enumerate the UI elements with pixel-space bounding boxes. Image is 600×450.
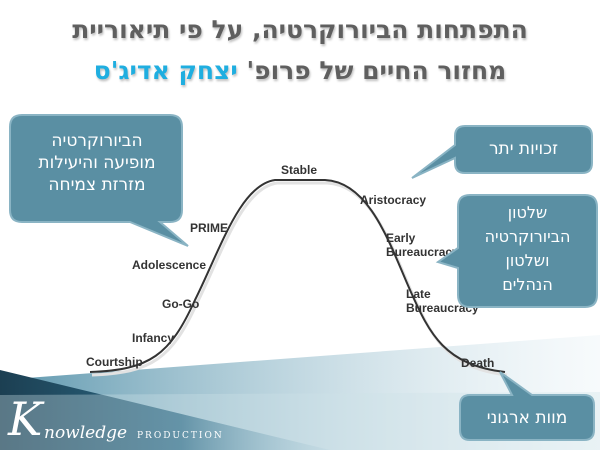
callout-mid-right-shape xyxy=(435,194,598,308)
logo-word: nowledge xyxy=(44,423,128,443)
callout-mid-right-line: ושלטון xyxy=(505,251,550,270)
callout-bottom-right-text: מוות ארגוני xyxy=(486,408,568,428)
stage-early-bureaucracy: Early Bureaucracy xyxy=(386,231,459,259)
callout-left-line: מזרזת צמיחה xyxy=(48,175,146,195)
callout-left-text: הביורוקרטיה מופיעה והיעילות מזרזת צמיחה xyxy=(14,130,180,196)
stage-stable: Stable xyxy=(281,163,318,177)
title-line-2-prefix: מחזור החיים של פרופ' xyxy=(237,56,507,85)
stage-courtship: Courtship xyxy=(86,355,143,369)
callout-mid-right-text: שלטון הביורוקרטיה ושלטון הנהלים xyxy=(458,201,597,297)
stage-gogo: Go-Go xyxy=(162,297,200,311)
curve-line xyxy=(89,179,506,373)
callout-mid-right-line: שלטון xyxy=(507,203,548,222)
callout-mid-right-line: הנהלים xyxy=(502,275,553,294)
title-line-1: התפתחות הביורוקרטיה, על פי תיאוריית xyxy=(72,15,528,44)
callout-top-right-text: זכויות יתר xyxy=(488,139,559,159)
stage-adolescence: Adolescence xyxy=(132,258,207,272)
callout-top-right-shape xyxy=(411,125,593,179)
callout-left-shape xyxy=(9,114,189,247)
stage-aristocracy: Aristocracy xyxy=(360,193,427,207)
stage-death: Death xyxy=(461,356,495,370)
band-haze xyxy=(0,392,600,450)
callout-mid-right-line: הביורוקרטיה xyxy=(484,227,571,246)
stage-infancy: Infancy xyxy=(132,331,175,345)
title-line-2: מחזור החיים של פרופ' יצחק אדיג'ס xyxy=(10,56,590,86)
title-highlight-name: יצחק אדיג'ס xyxy=(93,56,238,85)
logo-suffix: PRODUCTION xyxy=(137,431,224,441)
band-dark xyxy=(0,370,330,450)
callout-left-line: הביורוקרטיה xyxy=(51,131,143,151)
logo-initial: K xyxy=(8,392,43,446)
stage-prime: PRIME xyxy=(190,221,229,235)
callout-left-line: מופיעה והיעילות xyxy=(38,153,156,173)
callout-bottom-right-shape xyxy=(459,371,595,441)
